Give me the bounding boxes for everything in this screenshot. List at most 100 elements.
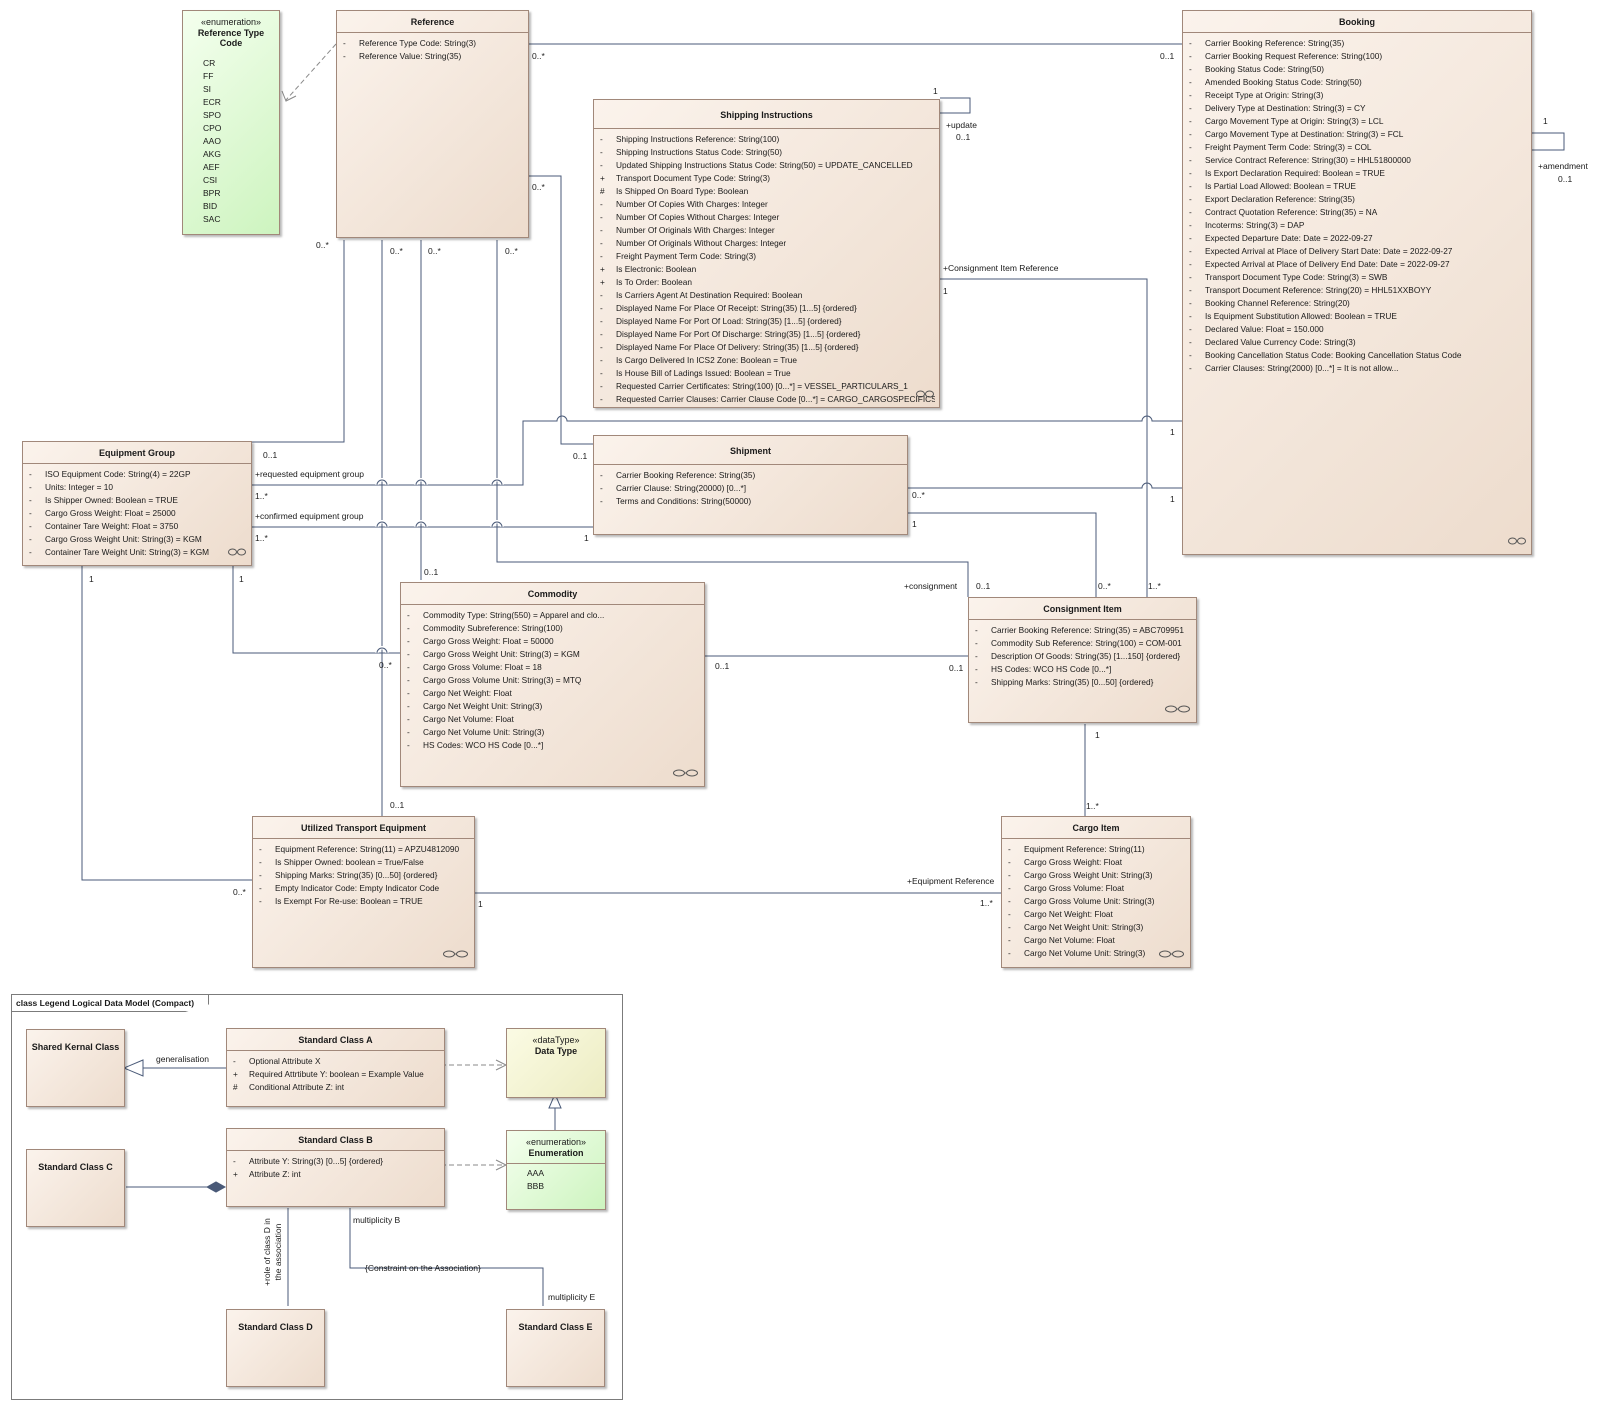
legend-standard-class-e[interactable]: Standard Class E xyxy=(506,1309,605,1387)
class-name: Booking xyxy=(1183,11,1531,33)
enumeration-literal: AKG xyxy=(203,149,221,159)
visibility-marker: + xyxy=(233,1069,238,1079)
attribute-row: -Is Shipper Owned: Boolean = TRUE xyxy=(29,494,247,507)
visibility-marker: - xyxy=(233,1156,236,1166)
attribute-text: Cargo Net Volume Unit: String(3) xyxy=(1024,948,1146,958)
attribute-row: - Commodity Sub Reference: String(100) = … xyxy=(975,637,1192,650)
attribute-text: Commodity Sub Reference: String(100) = C… xyxy=(991,638,1182,648)
mult-label: 1..* xyxy=(980,898,993,908)
assoc-reference-equipment-group xyxy=(252,240,345,443)
attribute-row: -Carrier Clause: String(20000) [0...*] xyxy=(600,482,903,495)
attribute-row: -Is Equipment Substitution Allowed: Bool… xyxy=(1189,310,1527,323)
cargo-item-class[interactable]: Cargo Item -Equipment Reference: String(… xyxy=(1001,816,1191,968)
attribute-text: Cargo Net Weight Unit: String(3) xyxy=(1024,922,1144,932)
attribute-row: +Attribute Z: int xyxy=(233,1168,440,1181)
attribute-row: -Cargo Net Weight Unit: String(3) xyxy=(407,700,700,713)
attribute-row: -Expected Arrival at Place of Delivery S… xyxy=(1189,245,1527,258)
attribute-text: Booking Channel Reference: String(20) xyxy=(1205,298,1350,308)
visibility-marker: - xyxy=(1189,64,1192,74)
visibility-marker: - xyxy=(1189,324,1192,334)
legend-data-type-class[interactable]: «dataType» Data Type xyxy=(506,1028,606,1098)
visibility-marker: - xyxy=(407,727,410,737)
attribute-row: -Cargo Movement Type at Destination: Str… xyxy=(1189,128,1527,141)
booking-class[interactable]: Booking -Carrier Booking Reference: Stri… xyxy=(1182,10,1532,555)
commodity-class[interactable]: Commodity -Commodity Type: String(550) =… xyxy=(400,582,705,787)
attribute-text: Carrier Clause: String(20000) [0...*] xyxy=(616,483,747,493)
visibility-marker: - xyxy=(1189,77,1192,87)
attribute-row: -Declared Value Currency Code: String(3) xyxy=(1189,336,1527,349)
mult-label: 1 xyxy=(1170,427,1175,437)
equipment-group-class[interactable]: Equipment Group -ISO Equipment Code: Str… xyxy=(22,441,252,566)
attribute-text: Cargo Gross Weight: Float = 25000 xyxy=(45,508,176,518)
attribute-row: +Required Attrtibute Y: boolean = Exampl… xyxy=(233,1068,440,1081)
legend-standard-class-d[interactable]: Standard Class D xyxy=(226,1309,325,1387)
attribute-text: HS Codes: WCO HS Code [0...*] xyxy=(991,664,1112,674)
reference-class[interactable]: Reference -Reference Type Code: String(3… xyxy=(336,10,529,238)
shipment-class[interactable]: Shipment -Carrier Booking Reference: Str… xyxy=(593,435,908,535)
legend-standard-class-b[interactable]: Standard Class B -Attribute Y: String(3)… xyxy=(226,1128,445,1207)
visibility-marker: - xyxy=(600,147,603,157)
dependency-arrowhead xyxy=(281,90,297,102)
visibility-marker: - xyxy=(407,636,410,646)
legend-shared-kernal-class[interactable]: Shared Kernal Class xyxy=(26,1029,125,1107)
mult-label: 0..* xyxy=(233,887,246,897)
visibility-marker: - xyxy=(600,160,603,170)
role-label: +Equipment Reference xyxy=(907,876,995,886)
attribute-text: Shipping Marks: String(35) [0...50] {ord… xyxy=(275,870,438,880)
attribute-text: Cargo Gross Weight Unit: String(3) xyxy=(1024,870,1153,880)
attribute-row: +Transport Document Type Code: String(3) xyxy=(600,172,935,185)
attribute-text: Units: Integer = 10 xyxy=(45,482,114,492)
class-name: Reference xyxy=(337,11,528,33)
mult-label: 0..1 xyxy=(956,132,971,142)
attribute-text: Cargo Movement Type at Origin: String(3)… xyxy=(1205,116,1384,126)
attribute-text: Is To Order: Boolean xyxy=(616,277,692,287)
visibility-marker: - xyxy=(600,470,603,480)
attribute-text: Cargo Net Weight: Float xyxy=(423,688,512,698)
visibility-marker: - xyxy=(233,1056,236,1066)
mult-label: 0..1 xyxy=(390,800,405,810)
attribute-row: +Is To Order: Boolean xyxy=(600,276,935,289)
mult-label: 0..1 xyxy=(263,450,278,460)
class-name: Standard Class D xyxy=(238,1322,313,1332)
legend-composition-diamond xyxy=(205,1181,227,1193)
attribute-row: -Cargo Gross Volume Unit: String(3) = MT… xyxy=(407,674,700,687)
consignment-item-class[interactable]: Consignment Item -Carrier Booking Refere… xyxy=(968,597,1197,723)
attribute-text: Cargo Net Weight: Float xyxy=(1024,909,1113,919)
shipping-instructions-class[interactable]: Shipping Instructions -Shipping Instruct… xyxy=(593,99,940,408)
utilized-transport-equipment-class[interactable]: Utilized Transport Equipment -Equipment … xyxy=(252,816,475,968)
attribute-list: -Carrier Booking Reference: String(35)-C… xyxy=(594,465,907,508)
legend-standard-class-c[interactable]: Standard Class C xyxy=(26,1149,125,1227)
visibility-marker: - xyxy=(1189,116,1192,126)
attribute-row: -Carrier Booking Reference: String(35) xyxy=(600,469,903,482)
attribute-text: Is Shipped On Board Type: Boolean xyxy=(616,186,749,196)
legend-standard-class-a[interactable]: Standard Class A -Optional Attribute X+R… xyxy=(226,1028,445,1107)
class-name: Shipping Instructions xyxy=(594,100,939,129)
visibility-marker: - xyxy=(407,714,410,724)
assoc-eg-ute xyxy=(81,566,252,881)
enumeration-literal: BID xyxy=(203,201,218,211)
attribute-text: Is Exempt For Re-use: Boolean = TRUE xyxy=(275,896,423,906)
attribute-row: #Conditional Attribute Z: int xyxy=(233,1081,440,1094)
enumeration-literal: CPO xyxy=(203,123,222,133)
attribute-row: -Carrier Booking Request Reference: Stri… xyxy=(1189,50,1527,63)
attribute-text: Carrier Clauses: String(2000) [0...*] = … xyxy=(1205,363,1399,373)
visibility-marker: - xyxy=(1189,298,1192,308)
attribute-row: -Requested Carrier Certificates: String(… xyxy=(600,380,935,393)
visibility-marker: - xyxy=(1189,350,1192,360)
role-label: +Consignment Item Reference xyxy=(943,263,1059,273)
visibility-marker: - xyxy=(975,638,978,648)
attribute-text: Amended Booking Status Code: String(50) xyxy=(1205,77,1362,87)
visibility-marker: - xyxy=(600,496,603,506)
mult-label: 0..* xyxy=(532,182,545,192)
assoc-reference-shipment xyxy=(529,175,593,445)
attribute-text: Cargo Net Volume: Float xyxy=(1024,935,1115,945)
mult-label: 1 xyxy=(239,574,244,584)
attribute-row: +Is Electronic: Boolean xyxy=(600,263,935,276)
enumeration-literal: BPR xyxy=(203,188,221,198)
class-name: Shipment xyxy=(594,436,907,465)
attribute-row: -Cargo Gross Weight: Float = 50000 xyxy=(407,635,700,648)
attribute-text: Empty Indicator Code: Empty Indicator Co… xyxy=(275,883,440,893)
